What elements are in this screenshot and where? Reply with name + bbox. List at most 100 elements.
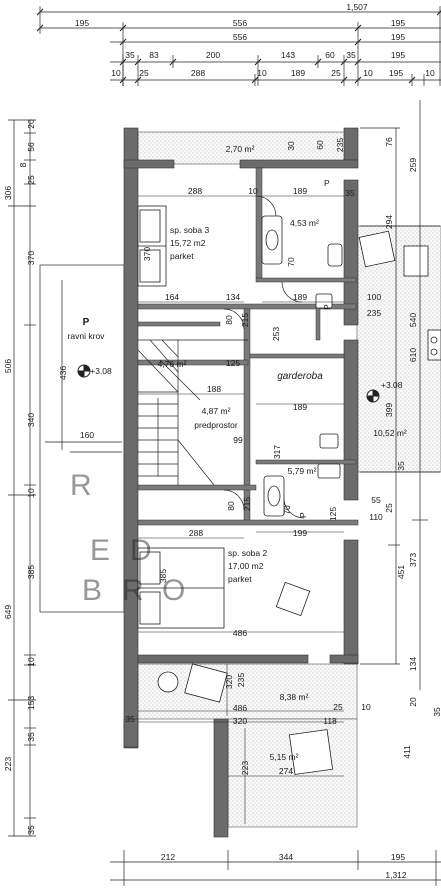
- inner-dim-188: 188: [207, 384, 221, 394]
- stairs-area: 4,76 m²: [158, 359, 187, 369]
- dim-left-a1: 306: [3, 186, 13, 200]
- inner-dim-99: 99: [233, 435, 243, 445]
- dim-right-a5: 610: [408, 348, 418, 362]
- dim-left-b4: 25: [26, 175, 36, 185]
- exterior-walls: [123, 127, 359, 838]
- bathroom-fixtures-top: [261, 215, 343, 309]
- dim-bottom-2: 344: [279, 852, 293, 862]
- roof-dim-436: 436: [58, 366, 68, 380]
- inner-dim-125b: 125: [328, 507, 338, 521]
- door-label-1: P: [324, 178, 330, 188]
- dim-top-r5-2: 25: [139, 68, 149, 78]
- dim-left-a4: 223: [3, 757, 13, 771]
- left-dimension-labels: 306 506 649 223 20 56 8 25 370 340 10 38…: [3, 119, 36, 835]
- dim-right-a2: 259: [408, 158, 418, 172]
- dim-left-b1: 20: [26, 119, 36, 129]
- dim-right-a4: 540: [408, 313, 418, 327]
- left-dimension-lines: [8, 119, 36, 837]
- dim-left-b5: 370: [26, 251, 36, 265]
- dim-top-r5-6: 25: [331, 68, 341, 78]
- bathroom2-area: 5,79 m²: [288, 466, 317, 476]
- dim-right-a9: 373: [408, 553, 418, 567]
- dim-top-r4-5: 60: [325, 50, 335, 60]
- dim-top-r4-7: 195: [391, 50, 405, 60]
- terrace-bottom-area: 8,38 m²: [280, 692, 309, 702]
- dim-bottom-1: 212: [161, 852, 175, 862]
- dim-right-a6: 399: [384, 403, 394, 417]
- bedroom3-name: sp. soba 3: [170, 225, 209, 235]
- inner-dim-223: 223: [240, 761, 250, 775]
- bottom-dimension-lines: [110, 850, 441, 886]
- inner-dim-164: 164: [165, 292, 179, 302]
- dim-right-b3: 35: [345, 188, 355, 198]
- terrace-lower-area: 5,15 m²: [270, 752, 299, 762]
- dim-right-a3: 294: [384, 215, 394, 229]
- inner-dim-486a: 486: [233, 628, 247, 638]
- watermark: R E D B R O: [70, 469, 185, 607]
- dim-left-a3: 649: [3, 605, 13, 619]
- inner-dim-134: 134: [226, 292, 240, 302]
- inner-dim-288b: 288: [189, 528, 203, 538]
- roof-dim-160: 160: [80, 430, 94, 440]
- inner-dim-288a: 288: [188, 186, 202, 196]
- bedroom2-area: 17,00 m2: [228, 561, 264, 571]
- inner-dim-215b: 215: [242, 497, 252, 511]
- dim-left-a2: 506: [3, 359, 13, 373]
- inner-dim-10: 10: [361, 702, 371, 712]
- dim-bottom-total: 1,312: [385, 870, 407, 880]
- dim-top-r3-1: 556: [233, 32, 247, 42]
- bedroom2-floor: parket: [228, 574, 252, 584]
- level-right: +3.08: [381, 380, 403, 390]
- dim-top-total: 1,507: [346, 2, 368, 12]
- dim-right-a12: 411: [402, 745, 412, 759]
- dim-bottom-3: 195: [391, 852, 405, 862]
- inner-dim-320b: 320: [224, 675, 234, 689]
- hall-area: 4,87 m²: [202, 406, 231, 416]
- roof-label: P: [83, 317, 90, 328]
- dim-top-r5-3: 288: [191, 68, 205, 78]
- level-marker-right: [366, 389, 380, 403]
- roof-level: +3.08: [90, 366, 112, 376]
- dim-right-b8: 35: [432, 707, 441, 717]
- dim-right-b4: 110: [369, 512, 383, 522]
- inner-dim-25: 25: [333, 702, 343, 712]
- dim-top-r4-3: 200: [206, 50, 220, 60]
- wardrobe-name: garderoba: [277, 371, 323, 382]
- inner-dim-lines: [138, 195, 344, 824]
- inner-dim-370: 370: [142, 247, 152, 261]
- dim-top-r4-1: 35: [125, 50, 135, 60]
- dim-top-r2-2: 556: [233, 18, 247, 28]
- dim-right-b7: 10: [248, 186, 258, 196]
- dim-left-b8: 385: [26, 565, 36, 579]
- inner-dim-189a: 189: [293, 186, 307, 196]
- dim-left-b11: 35: [26, 732, 36, 742]
- inner-dim-55: 55: [371, 495, 381, 505]
- dim-top-r5-9: 10: [425, 68, 435, 78]
- svg-text:D: D: [130, 534, 152, 567]
- inner-dim-215a: 215: [240, 313, 250, 327]
- door-label-2: P: [322, 304, 332, 310]
- inner-dim-189c: 189: [293, 402, 307, 412]
- top-dimension-lines: [39, 6, 441, 86]
- inner-dim-70b: 70: [282, 505, 292, 515]
- dim-top-r5-1: 10: [111, 68, 121, 78]
- bedroom3-floor: parket: [170, 251, 194, 261]
- bottom-dimension-labels: 212 344 195 1,312: [161, 852, 407, 880]
- inner-dim-253: 253: [271, 327, 281, 341]
- dim-right-a11: 20: [408, 697, 418, 707]
- bedroom3-area: 15,72 m2: [170, 238, 206, 248]
- bed-bottom: [137, 547, 225, 629]
- inner-dim-235b: 235: [367, 308, 381, 318]
- inner-dim-80b: 80: [226, 501, 236, 511]
- svg-text:O: O: [162, 574, 185, 607]
- svg-text:R: R: [122, 574, 144, 607]
- inner-dim-320a: 320: [233, 716, 247, 726]
- dim-right-a7: 35: [396, 461, 406, 471]
- dim-top-r2-1: 195: [75, 18, 89, 28]
- interior-walls: [137, 167, 359, 526]
- dim-right-b2: 60: [315, 140, 325, 150]
- top-dimension-ticks: [36, 8, 441, 84]
- dim-left-b2: 56: [26, 142, 36, 152]
- dim-left-b12: 35: [26, 825, 36, 835]
